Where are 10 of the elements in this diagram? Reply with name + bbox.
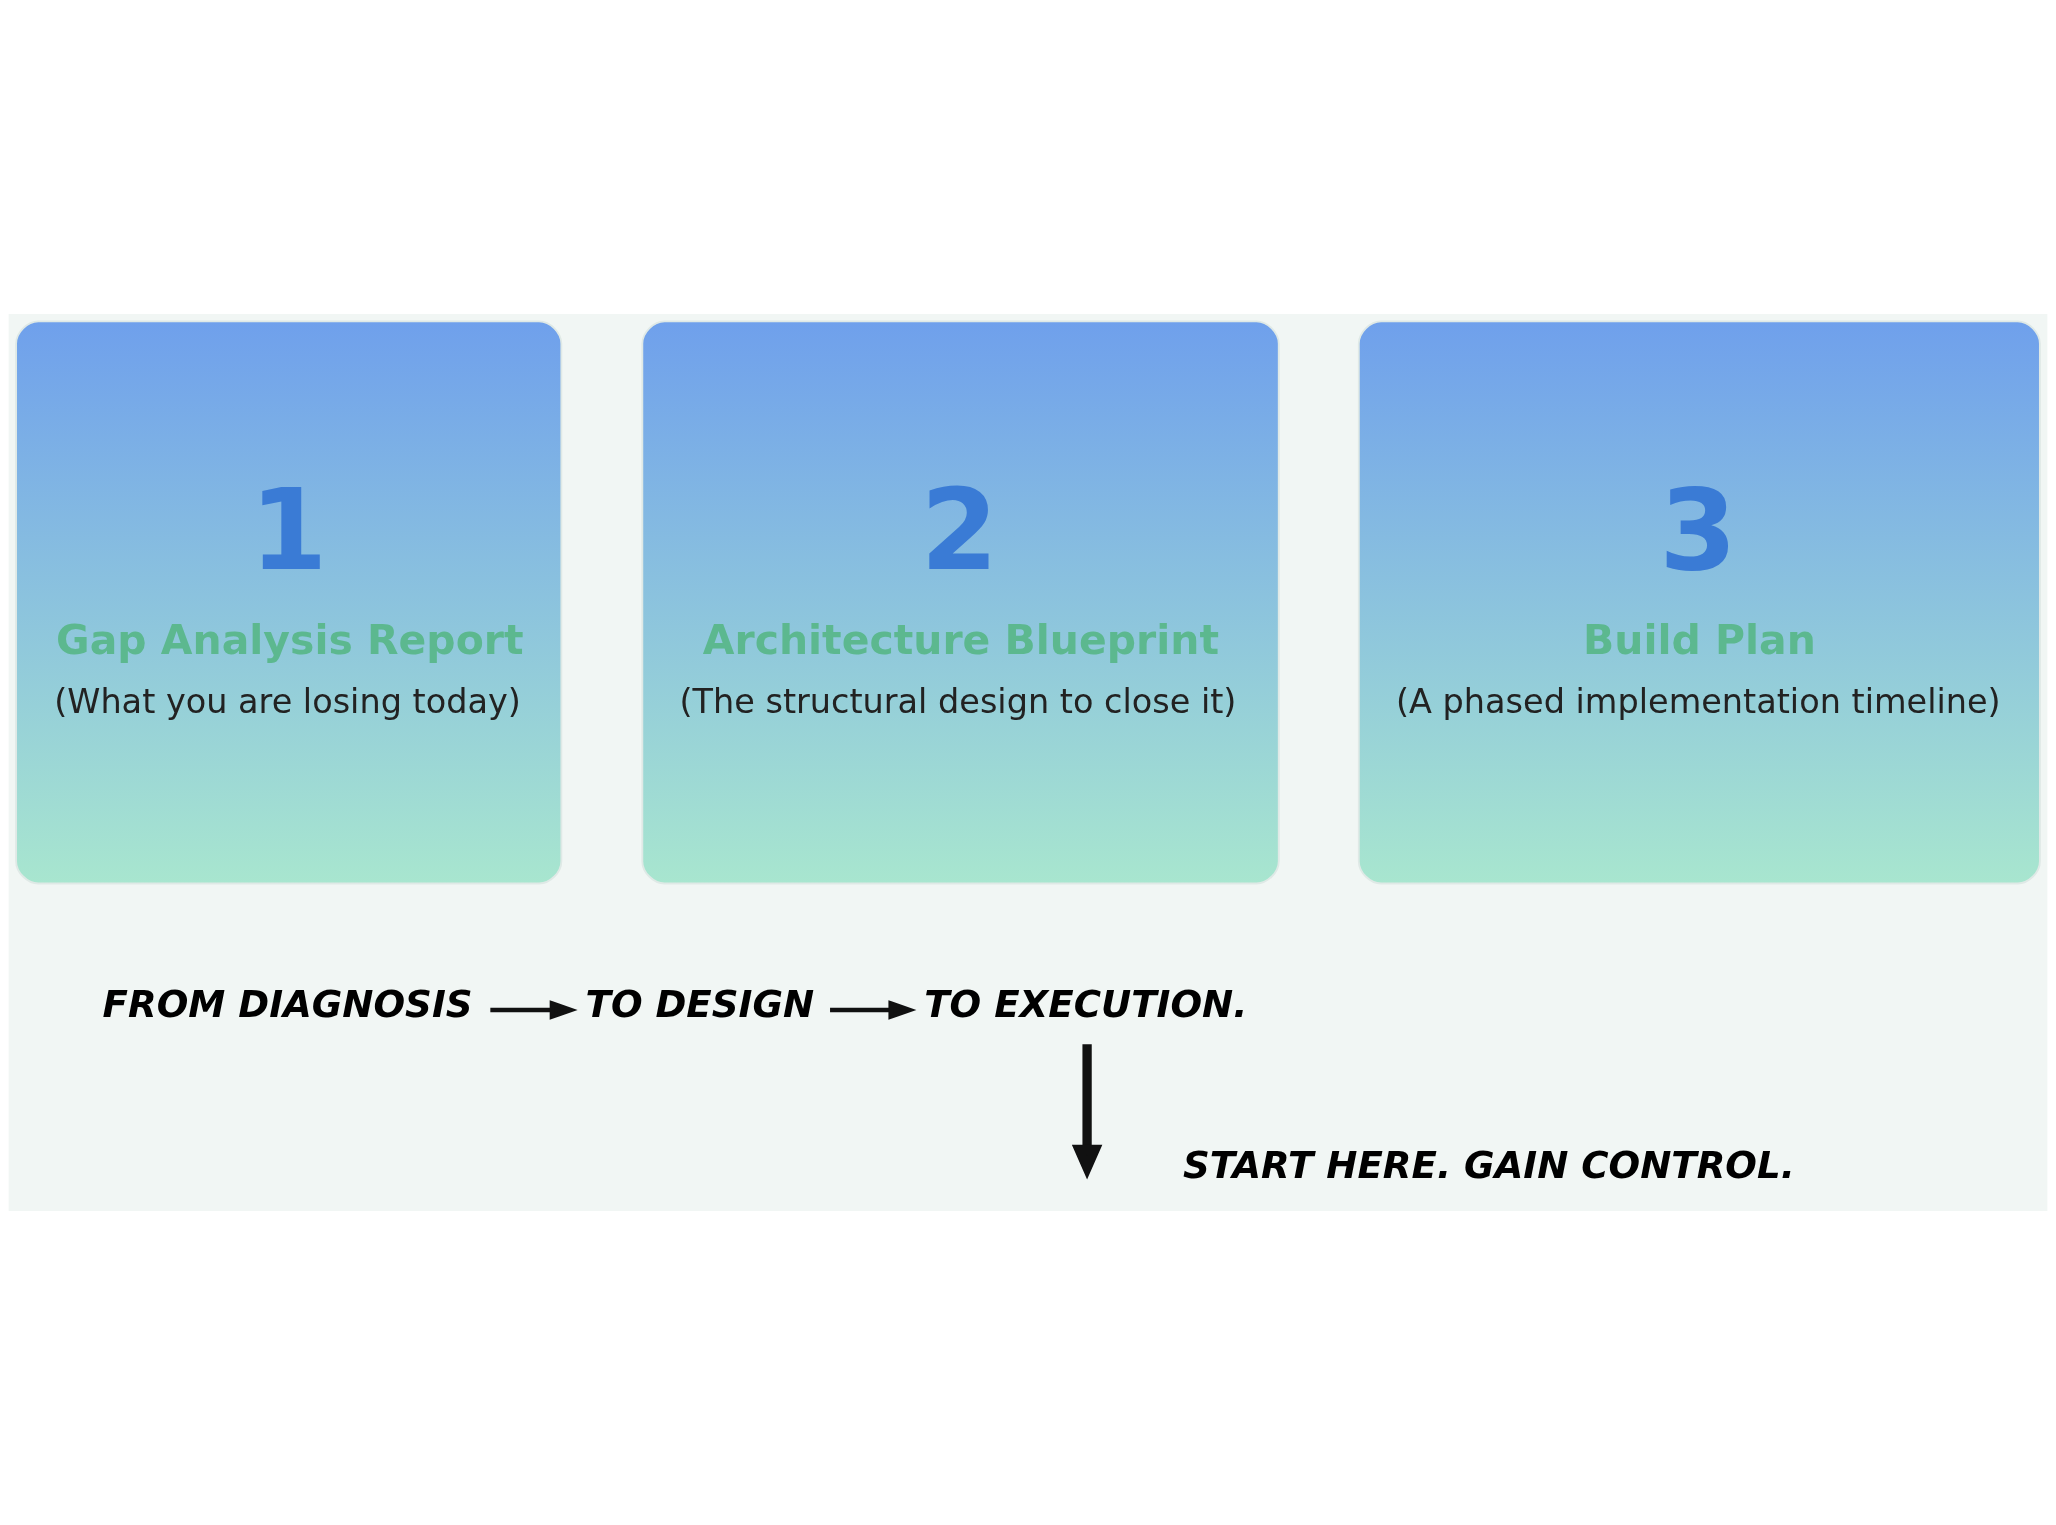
node-box: 1 Gap Analysis Report (What you are losing today): [15, 320, 563, 885]
node-text: FROM DIAGNOSIS: [102, 982, 473, 1027]
node-text: TO DESIGN: [585, 982, 815, 1027]
node-text: TO EXECUTION.: [924, 982, 1248, 1027]
arrow: [830, 1000, 917, 1020]
node-box: 2 Architecture Blueprint (The structural design to close it): [641, 320, 1280, 885]
arrow: [1071, 1044, 1103, 1180]
label: START HERE. GAIN CONTROL.: [1182, 1142, 1795, 1187]
node-box: 3 Build Plan (A phased implementation timeline): [1357, 320, 2041, 885]
arrow: [490, 1000, 578, 1020]
